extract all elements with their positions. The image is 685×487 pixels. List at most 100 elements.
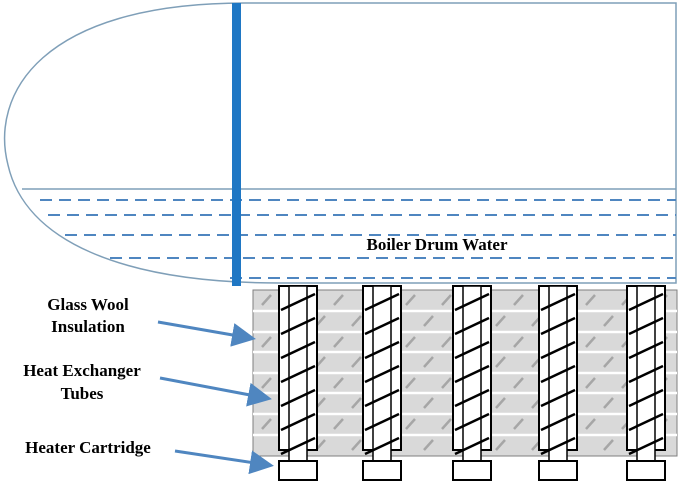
coil-stroke bbox=[454, 316, 490, 336]
heater-cartridge-base bbox=[362, 460, 402, 481]
hatch-mark bbox=[495, 315, 506, 327]
hatch-mark bbox=[351, 439, 362, 451]
hatch-mark bbox=[603, 356, 614, 368]
heater-cartridge-base bbox=[538, 460, 578, 481]
hatch-mark bbox=[423, 356, 434, 368]
hatch-mark bbox=[351, 397, 362, 409]
heat-exchanger-tube bbox=[538, 285, 578, 481]
hatch-mark bbox=[333, 377, 344, 389]
hatch-mark bbox=[405, 336, 416, 348]
coil-stroke bbox=[364, 292, 400, 312]
hatch-mark bbox=[351, 356, 362, 368]
drum-water-label: Boiler Drum Water bbox=[366, 235, 507, 254]
hatch-mark bbox=[603, 397, 614, 409]
coil-stroke bbox=[280, 364, 316, 384]
hatch-mark bbox=[603, 315, 614, 327]
coil-stroke bbox=[364, 412, 400, 432]
coil-stroke bbox=[628, 436, 664, 456]
hatch-mark bbox=[405, 418, 416, 430]
hatch-mark bbox=[441, 336, 452, 348]
coil-stroke bbox=[540, 436, 576, 456]
hatch-mark bbox=[495, 356, 506, 368]
hatch-mark bbox=[405, 377, 416, 389]
coil-stroke bbox=[280, 388, 316, 408]
coil-stroke bbox=[280, 436, 316, 456]
coil-stroke bbox=[364, 364, 400, 384]
coil-stroke bbox=[364, 316, 400, 336]
hatch-mark bbox=[513, 294, 524, 306]
heat-exchanger-tube bbox=[452, 285, 492, 481]
hatch-mark bbox=[351, 315, 362, 327]
hatch-mark bbox=[513, 377, 524, 389]
coil-stroke bbox=[364, 340, 400, 360]
coil-stroke bbox=[454, 388, 490, 408]
insulation-arrow bbox=[157, 320, 256, 347]
hatch-mark bbox=[423, 439, 434, 451]
coil-stroke bbox=[280, 340, 316, 360]
insulation-label-line1: Glass Wool bbox=[47, 295, 129, 314]
heater-cartridge-base bbox=[452, 460, 492, 481]
hatch-mark bbox=[585, 418, 596, 430]
coil-stroke bbox=[628, 388, 664, 408]
coil-stroke bbox=[454, 436, 490, 456]
hatch-mark bbox=[261, 336, 272, 348]
coil-stroke bbox=[628, 340, 664, 360]
hatch-mark bbox=[423, 315, 434, 327]
heater-arrow bbox=[174, 449, 274, 475]
coil-stroke bbox=[454, 364, 490, 384]
coil-stroke bbox=[540, 364, 576, 384]
heat-exchanger-tube bbox=[278, 285, 318, 481]
coil-stroke bbox=[540, 388, 576, 408]
heater-label: Heater Cartridge bbox=[25, 438, 151, 457]
coil-stroke bbox=[628, 316, 664, 336]
hatch-mark bbox=[513, 418, 524, 430]
hatch-mark bbox=[423, 397, 434, 409]
hatch-mark bbox=[495, 397, 506, 409]
tubes-arrow bbox=[159, 376, 272, 407]
hatch-mark bbox=[441, 377, 452, 389]
hatch-mark bbox=[261, 418, 272, 430]
hatch-mark bbox=[333, 418, 344, 430]
tubes-label-line1: Heat Exchanger bbox=[23, 361, 141, 380]
heat-exchanger-tubes bbox=[278, 285, 666, 481]
hatch-mark bbox=[585, 336, 596, 348]
hatch-mark bbox=[441, 418, 452, 430]
hatch-mark bbox=[405, 294, 416, 306]
coil-stroke bbox=[540, 316, 576, 336]
tubes-label-line2: Tubes bbox=[61, 384, 104, 403]
hatch-mark bbox=[585, 294, 596, 306]
hatch-mark bbox=[603, 439, 614, 451]
hatch-mark bbox=[333, 294, 344, 306]
coil-stroke bbox=[454, 340, 490, 360]
coil-stroke bbox=[628, 412, 664, 432]
heat-exchanger-tube bbox=[362, 285, 402, 481]
boiler-drum-outline bbox=[3, 2, 677, 284]
coil-stroke bbox=[454, 412, 490, 432]
coil-stroke bbox=[540, 412, 576, 432]
drum-separator-bar bbox=[232, 3, 241, 286]
coil-stroke bbox=[628, 364, 664, 384]
coil-stroke bbox=[540, 292, 576, 312]
pointer-arrows bbox=[157, 320, 274, 475]
heater-cartridge-base bbox=[278, 460, 318, 481]
coil-stroke bbox=[364, 436, 400, 456]
coil-stroke bbox=[280, 292, 316, 312]
hatch-mark bbox=[441, 294, 452, 306]
insulation-label-line2: Insulation bbox=[51, 317, 125, 336]
coil-stroke bbox=[628, 292, 664, 312]
coil-stroke bbox=[364, 388, 400, 408]
coil-stroke bbox=[540, 340, 576, 360]
hatch-mark bbox=[261, 294, 272, 306]
hatch-mark bbox=[513, 336, 524, 348]
coil-stroke bbox=[454, 292, 490, 312]
hatch-mark bbox=[495, 439, 506, 451]
hatch-mark bbox=[585, 377, 596, 389]
water-dash-lines bbox=[40, 199, 676, 279]
coil-stroke bbox=[280, 412, 316, 432]
coil-stroke bbox=[280, 316, 316, 336]
hatch-mark bbox=[333, 336, 344, 348]
heater-cartridge-base bbox=[626, 460, 666, 481]
heat-exchanger-tube bbox=[626, 285, 666, 481]
